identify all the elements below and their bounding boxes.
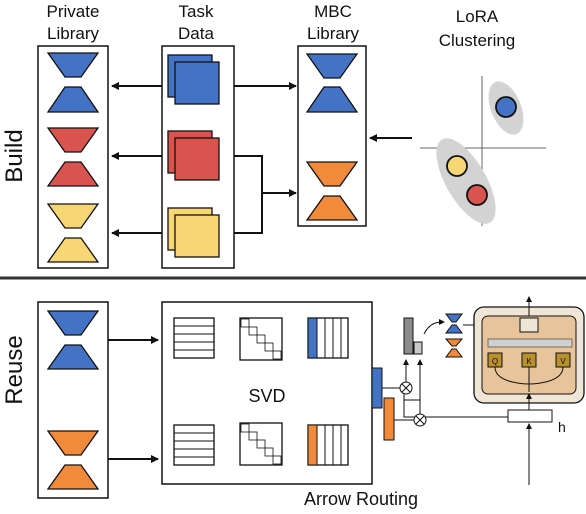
private-library-box xyxy=(37,45,109,269)
svd-sigma-matrix-top xyxy=(239,317,283,361)
arrow-task-to-mbc-merge xyxy=(234,155,263,234)
selected-adapter-icon-blue xyxy=(445,313,463,334)
header-task-data-line2: Data xyxy=(178,24,214,43)
adapter-icon-yellow xyxy=(46,203,100,263)
cluster-point-blue xyxy=(495,96,517,118)
svd-label: SVD xyxy=(248,386,285,406)
svd-v-matrix-bottom xyxy=(307,424,349,466)
lora-clustering-plot xyxy=(420,76,546,226)
header-lora-clustering-line1: LoRA xyxy=(456,7,499,26)
svd-v-matrix-top xyxy=(307,317,349,359)
header-mbc-library-line1: MBC xyxy=(314,2,352,21)
header-private-library-line2: Library xyxy=(47,24,99,43)
key-label: K xyxy=(526,357,532,366)
hidden-state-path xyxy=(403,400,510,418)
arrow-logits-to-adapter xyxy=(423,319,445,335)
reuse-adapter-icon-orange xyxy=(46,430,100,490)
block-norm-bar xyxy=(487,338,573,348)
mbc-adapter-icon-blue xyxy=(305,53,359,113)
query-label: Q xyxy=(492,357,498,366)
adapter-icon-blue xyxy=(46,52,100,113)
task-data-stack-blue xyxy=(167,54,220,105)
svd-sigma-matrix-bottom xyxy=(239,422,283,466)
multiply-node-top xyxy=(399,381,413,395)
cluster-point-yellow xyxy=(446,155,468,177)
routing-logit-bar-low xyxy=(413,341,423,355)
multiply-node-bottom xyxy=(413,413,427,427)
section-label-build: Build xyxy=(1,129,28,182)
cluster-point-red xyxy=(466,184,488,206)
hidden-state-label: h xyxy=(558,419,566,435)
svd-u-matrix-bottom xyxy=(173,424,215,466)
routing-vector-orange xyxy=(383,397,395,441)
routing-vector-blue xyxy=(371,367,383,409)
routing-logit-bar-high xyxy=(403,317,414,355)
task-data-stack-yellow xyxy=(167,207,220,258)
arrow-routing-label: Arrow Routing xyxy=(304,489,418,509)
block-output-node xyxy=(519,317,539,333)
selected-adapter-icon-orange xyxy=(444,338,464,358)
task-data-stack-red xyxy=(167,130,220,181)
section-label-reuse: Reuse xyxy=(1,335,28,404)
adapter-icon-red xyxy=(46,127,100,187)
svd-u-matrix-top xyxy=(173,317,215,359)
header-private-library-line1: Private xyxy=(47,2,100,21)
header-mbc-library-line2: Library xyxy=(307,24,359,43)
mbc-adapter-icon-orange xyxy=(305,161,359,221)
header-task-data-line1: Task xyxy=(179,2,214,21)
header-lora-clustering-line2: Clustering xyxy=(439,31,516,50)
hidden-state-vector xyxy=(507,409,553,423)
value-label: V xyxy=(560,357,566,366)
reuse-adapter-icon-blue xyxy=(46,310,100,370)
